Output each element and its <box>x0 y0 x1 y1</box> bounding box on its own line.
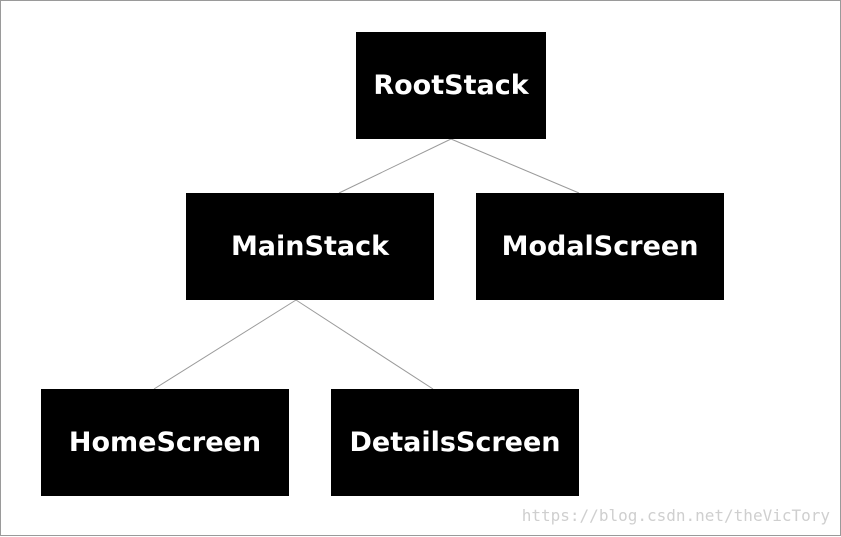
node-label: HomeScreen <box>68 427 262 458</box>
edge-main-to-details <box>295 299 434 390</box>
watermark-text: https://blog.csdn.net/theVicTory <box>521 506 830 525</box>
node-label: RootStack <box>373 70 529 101</box>
edge-main-to-home <box>153 299 297 390</box>
node-label: MainStack <box>230 231 390 262</box>
node-homescreen: HomeScreen <box>41 389 289 496</box>
node-modalscreen: ModalScreen <box>476 193 724 300</box>
node-label: ModalScreen <box>501 231 699 262</box>
node-label: DetailsScreen <box>349 427 561 458</box>
edge-root-to-main <box>338 138 452 194</box>
edge-root-to-modal <box>450 138 580 194</box>
node-mainstack: MainStack <box>186 193 434 300</box>
node-detailsscreen: DetailsScreen <box>331 389 579 496</box>
node-rootstack: RootStack <box>356 32 546 139</box>
